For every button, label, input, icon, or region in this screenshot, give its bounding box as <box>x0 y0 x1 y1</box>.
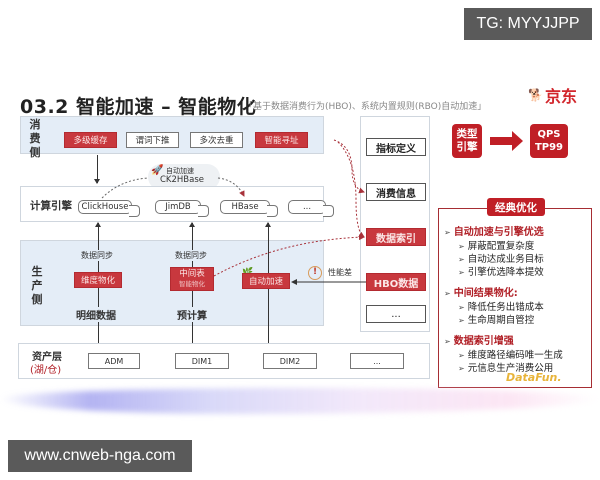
bullet-icon: ➢ <box>458 351 465 360</box>
classic-optimization-box <box>438 208 592 388</box>
detail-data-label: 明细数据 <box>76 307 116 322</box>
store-more: ... <box>288 200 334 217</box>
asset-more: ... <box>350 353 404 369</box>
tag-dimension-materialize: 维度物化 <box>74 272 122 288</box>
opt-item: ➢生命周期自管控 <box>458 315 535 326</box>
consumer-side-label: 消 费 侧 <box>29 118 41 159</box>
classic-optimization-list: ➢自动加速与引擎优选 ➢屏蔽配置复杂度 ➢自动达成业务目标 ➢引擎优选降本提效 … <box>444 223 594 375</box>
flow-arrow-icon <box>490 137 514 145</box>
slide: 03.2 智能加速 – 智能物化 「基于数据消费行为(HBO)、系统内置规则(R… <box>0 80 600 420</box>
opt-item: ➢引擎优选降本提效 <box>458 267 544 278</box>
store-clickhouse: ClickHouse <box>78 200 140 217</box>
compute-engine-label: 计算引擎 <box>30 200 72 212</box>
data-sync-label-2: 数据同步 <box>174 250 208 261</box>
bullet-icon: ➢ <box>458 316 465 325</box>
perf-warning-label: 性能差 <box>328 268 352 277</box>
asset-dim1: DIM1 <box>175 353 229 369</box>
page-subtitle: 「基于数据消费行为(HBO)、系统内置规则(RBO)自动加速」 <box>244 102 487 112</box>
rocket-icon: 🚀 <box>151 165 164 176</box>
producer-side-label: 生 产 侧 <box>31 265 43 306</box>
arrow-consumer-to-engine <box>94 155 100 184</box>
bullet-icon: ➢ <box>458 268 465 277</box>
watermark-bottom: www.cnweb-nga.com <box>8 440 192 472</box>
meta-data-index: 数据索引 <box>366 228 426 246</box>
line-asset-1 <box>98 326 99 346</box>
bullet-icon: ➢ <box>458 303 465 312</box>
opt-item: ➢维度路径编码唯一生成 <box>458 350 563 361</box>
jd-dog-icon: 🐕 <box>528 88 543 102</box>
watermark-top: TG: MYYJJPP <box>464 8 592 40</box>
opt-item: ➢自动达成业务目标 <box>458 254 544 265</box>
meta-consumption-info: 消费信息 <box>366 183 426 201</box>
brand-logo: 🐕 京东 <box>528 83 577 107</box>
opt-group-heading: ➢中间结果物化: <box>444 288 518 299</box>
meta-hbo-data: HBO数据 <box>366 273 426 291</box>
line-col1 <box>98 240 99 360</box>
classic-optimization-title: 经典优化 <box>487 198 545 216</box>
tag-intermediate-table: 中间表 智能物化 <box>170 267 214 291</box>
flow-arrow-head <box>512 131 523 151</box>
alert-icon: ! <box>308 266 322 280</box>
arrow-sync-3 <box>265 222 271 241</box>
store-hbase: HBase <box>220 200 278 217</box>
precompute-label: 预计算 <box>177 307 207 322</box>
tag-multilevel-cache: 多级缓存 <box>64 132 117 148</box>
line-col3 <box>268 240 269 360</box>
asset-layer-label: 资产层 <box>32 352 62 363</box>
asset-adm: ADM <box>88 353 140 369</box>
tag-smart-addressing: 智能寻址 <box>255 132 308 148</box>
opt-item: ➢屏蔽配置复杂度 <box>458 241 535 252</box>
tag-multi-dedup: 多次去重 <box>190 132 243 148</box>
auto-accel-note-line2: CK2HBase <box>160 175 205 185</box>
bullet-icon: ➢ <box>458 242 465 251</box>
decorative-swoosh <box>0 388 600 414</box>
meta-metric-definition: 指标定义 <box>366 138 426 156</box>
meta-more: ... <box>366 305 426 323</box>
line-col2 <box>192 240 193 360</box>
chip-engine-type: 类型 引擎 <box>452 124 482 158</box>
datafun-logo: DataFun. <box>506 371 562 384</box>
opt-group-heading: ➢数据索引增强 <box>444 336 514 347</box>
opt-group-heading: ➢自动加速与引擎优选 <box>444 227 544 238</box>
chip-qps-tp99: QPS TP99 <box>530 124 568 158</box>
store-jimdb: JimDB <box>155 200 209 217</box>
tag-predicate-pushdown: 谓词下推 <box>126 132 179 148</box>
opt-item: ➢元信息生产消费公用 <box>458 363 554 374</box>
tag-auto-accelerate: 自动加速 <box>242 273 290 289</box>
bullet-icon: ➢ <box>458 255 465 264</box>
bullet-icon: ➢ <box>444 289 451 298</box>
asset-layer-sublabel: (湖/仓) <box>30 365 62 376</box>
auto-accel-cloud <box>148 164 220 190</box>
arrow-sync-2 <box>189 222 195 241</box>
page-title: 03.2 智能加速 – 智能物化 <box>20 96 257 118</box>
opt-item: ➢降低任务出错成本 <box>458 302 544 313</box>
bullet-icon: ➢ <box>444 228 451 237</box>
line-asset-3 <box>268 326 269 346</box>
data-sync-label-1: 数据同步 <box>80 250 114 261</box>
bullet-icon: ➢ <box>458 364 465 373</box>
arrow-sync-1 <box>95 222 101 241</box>
brand-name: 京东 <box>544 87 577 106</box>
bullet-icon: ➢ <box>444 337 451 346</box>
auto-accel-note-line1: 自动加速 <box>166 167 194 175</box>
asset-dim2: DIM2 <box>263 353 317 369</box>
line-asset-2 <box>192 326 193 346</box>
